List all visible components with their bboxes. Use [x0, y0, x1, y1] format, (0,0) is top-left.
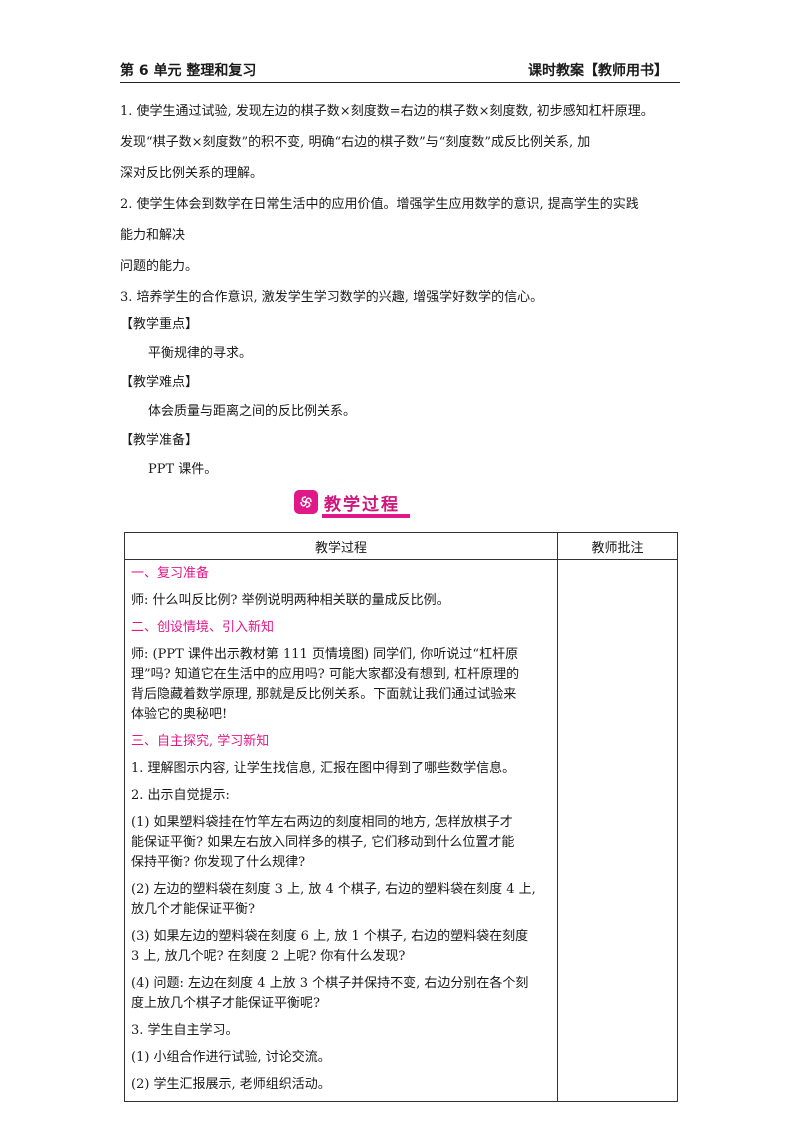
page-header: 第 6 单元 整理和复习 课时教案【教师用书】 [120, 58, 680, 83]
objective-line: 发现“棋子数×刻度数”的积不变, 明确“右边的棋子数”与“刻度数”成反比例关系,… [120, 135, 591, 150]
objective-line: 3. 培养学生的合作意识, 激发学生学习数学的兴趣, 增强学好数学的信心。 [120, 290, 544, 305]
column-header-notes: 教师批注 [557, 532, 678, 560]
objective-line: 问题的能力。 [120, 259, 199, 274]
notes-cell [557, 559, 678, 1102]
objective-line: 1. 使学生通过试验, 发现左边的棋子数×刻度数=右边的棋子数×刻度数, 初步感… [120, 104, 654, 119]
difficulty-label: 【教学难点】 [120, 375, 199, 390]
table-line: (2) 学生汇报展示, 老师组织活动。 [131, 1077, 331, 1092]
table-line: 2. 出示自觉提示: [131, 788, 230, 803]
process-cell: 一、复习准备 师: 什么叫反比例? 举例说明两种相关联的量成反比例。 二、创设情… [124, 559, 558, 1102]
table-row: 一、复习准备 师: 什么叫反比例? 举例说明两种相关联的量成反比例。 二、创设情… [124, 559, 678, 1102]
column-header-process: 教学过程 [124, 532, 558, 560]
table-line: (2) 左边的塑料袋在刻度 3 上, 放 4 个棋子, 右边的塑料袋在刻度 4 … [131, 882, 536, 897]
table-line: 度上放几个棋子才能保证平衡呢? [131, 996, 320, 1011]
book-label: 课时教案【教师用书】 [528, 63, 668, 79]
section-heading: 三、自主探究, 学习新知 [131, 734, 270, 749]
difficulty-text: 体会质量与距离之间的反比例关系。 [148, 404, 357, 419]
key-point-text: 平衡规律的寻求。 [148, 346, 253, 361]
preparation-text: PPT 课件。 [148, 462, 218, 477]
table-line: (1) 小组合作进行试验, 讨论交流。 [131, 1050, 331, 1065]
table-line: 背后隐藏着数学原理, 那就是反比例关系。下面就让我们通过试验来 [131, 687, 517, 702]
table-line: 体验它的奥秘吧! [131, 707, 228, 722]
spiral-flower-icon [294, 490, 318, 514]
table-line: 1. 理解图示内容, 让学生找信息, 汇报在图中得到了哪些数学信息。 [131, 761, 516, 776]
objective-line: 能力和解决 [120, 228, 186, 243]
banner-underline [322, 514, 410, 518]
preparation-label: 【教学准备】 [120, 433, 199, 448]
process-table: 教学过程 教师批注 一、复习准备 师: 什么叫反比例? 举例说明两种相关联的量成… [124, 532, 678, 1102]
table-line: 3 上, 放几个呢? 在刻度 2 上呢? 你有什么发现? [131, 949, 406, 964]
key-point-label: 【教学重点】 [120, 317, 199, 332]
header-rule [120, 82, 680, 83]
table-line: 3. 学生自主学习。 [131, 1023, 239, 1038]
table-line: 师: (PPT 课件出示教材第 111 页情境图) 同学们, 你听说过“杠杆原 [131, 647, 519, 662]
objective-line: 2. 使学生体会到数学在日常生活中的应用价值。增强学生应用数学的意识, 提高学生… [120, 197, 639, 212]
table-line: 放几个才能保证平衡? [131, 902, 255, 917]
table-line: (3) 如果左边的塑料袋在刻度 6 上, 放 1 个棋子, 右边的塑料袋在刻度 [131, 929, 529, 944]
teaching-objectives: 1. 使学生通过试验, 发现左边的棋子数×刻度数=右边的棋子数×刻度数, 初步感… [120, 96, 690, 313]
section-heading: 一、复习准备 [131, 566, 210, 581]
banner-title: 教学过程 [324, 495, 400, 515]
process-banner: 教学过程 [294, 490, 424, 518]
table-header-row: 教学过程 教师批注 [124, 532, 678, 560]
table-line: (4) 问题: 左边在刻度 4 上放 3 个棋子并保持不变, 右边分别在各个刻 [131, 976, 529, 991]
unit-title: 第 6 单元 整理和复习 [120, 63, 257, 79]
table-line: 师: 什么叫反比例? 举例说明两种相关联的量成反比例。 [131, 593, 450, 608]
table-line: 理”吗? 知道它在生活中的应用吗? 可能大家都没有想到, 杠杆原理的 [131, 667, 520, 682]
table-line: (1) 如果塑料袋挂在竹竿左右两边的刻度相同的地方, 怎样放棋子才 [131, 815, 513, 830]
table-line: 保持平衡? 你发现了什么规律? [131, 855, 306, 870]
objective-line: 深对反比例关系的理解。 [120, 166, 264, 181]
table-line: 能保证平衡? 如果左右放入同样多的棋子, 它们移动到什么位置才能 [131, 835, 515, 850]
section-heading: 二、创设情境、引入新知 [131, 620, 275, 635]
